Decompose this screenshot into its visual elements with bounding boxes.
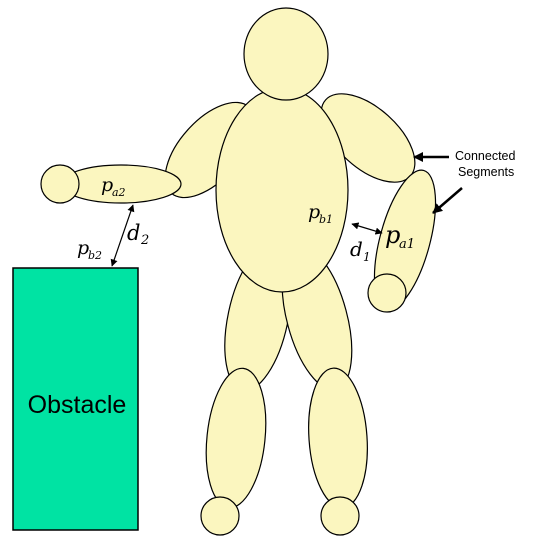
obstacle-label: Obstacle (28, 391, 127, 419)
label-d1: d 1 (350, 237, 371, 264)
right-hand (368, 274, 406, 312)
label-d2-sub: 2 (140, 233, 149, 248)
label-pa2-sub: a2 (112, 186, 126, 199)
callout-line-1: Connected (455, 149, 516, 163)
label-pb1-sub: b1 (319, 213, 333, 226)
distance-arrow-d1 (352, 224, 382, 233)
torso (216, 88, 348, 292)
label-pb2-sub: b2 (88, 249, 102, 262)
label-d1-base: d (350, 237, 363, 261)
left-hand (41, 165, 79, 203)
right-lower-leg (304, 366, 372, 510)
callout-arrow-lower (433, 188, 462, 213)
label-d2: d 2 (127, 221, 149, 248)
right-foot (321, 497, 359, 535)
left-foot (201, 497, 239, 535)
label-pa1-sub: a1 (399, 237, 415, 252)
label-pb2: p b2 (77, 237, 102, 262)
left-lower-leg (200, 365, 272, 510)
callout-line-2: Segments (458, 165, 514, 179)
label-d2-base: d (127, 221, 140, 245)
label-d1-sub: 1 (363, 250, 371, 264)
head (244, 8, 328, 100)
